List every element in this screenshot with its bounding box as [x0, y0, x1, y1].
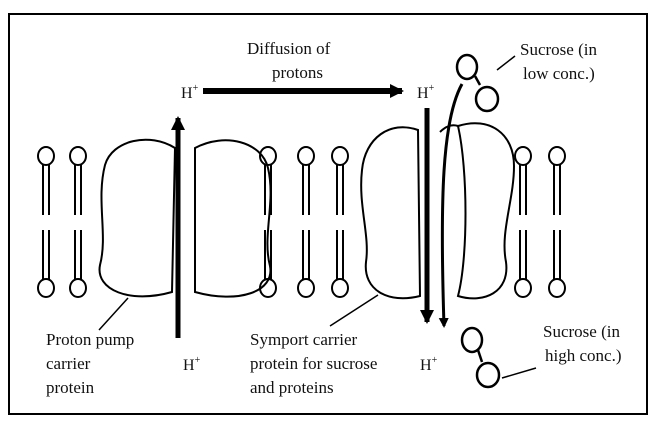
phospholipid — [38, 147, 54, 215]
symport-carrier-protein — [361, 123, 514, 298]
phospholipid-bilayer — [38, 147, 565, 297]
proton-pump-label-line3: protein — [46, 378, 95, 397]
proton-pump-label-line2: carrier — [46, 354, 91, 373]
phospholipid — [549, 230, 565, 297]
proton-label-pump-top: H+ — [181, 83, 199, 102]
sucrose-low-label-line1: Sucrose (in — [520, 40, 597, 59]
phospholipid — [332, 147, 348, 215]
phospholipid — [332, 230, 348, 297]
symport-label-line1: Symport carrier — [250, 330, 357, 349]
phospholipid — [38, 230, 54, 297]
proton-pump-leader — [99, 298, 128, 330]
proton-pump-left-lobe — [100, 140, 175, 297]
diffusion-label-line2: protons — [272, 63, 323, 82]
symport-left-lobe — [361, 127, 420, 298]
proton-pump-protein — [100, 140, 271, 297]
phospholipid — [70, 230, 86, 297]
phospholipid — [515, 147, 531, 215]
phospholipid — [298, 230, 314, 297]
sucrose-high-label-line2: high conc.) — [545, 346, 621, 365]
phospholipid — [70, 147, 86, 215]
sucrose-low-leader — [497, 56, 515, 70]
phospholipid — [515, 230, 531, 297]
proton-label-pump-bottom: H+ — [183, 355, 201, 374]
sucrose-low-label-line2: low conc.) — [523, 64, 595, 83]
proton-pump-label-line1: Proton pump — [46, 330, 134, 349]
sucrose-molecule-low — [457, 55, 498, 111]
sucrose-high-label-line1: Sucrose (in — [543, 322, 620, 341]
symport-leader — [330, 295, 378, 326]
proton-label-symport-bottom: H+ — [420, 355, 438, 374]
proton-label-outside-right: H+ — [417, 83, 435, 102]
symport-right-lobe — [458, 123, 514, 298]
symport-label-line3: and proteins — [250, 378, 334, 397]
phospholipid — [549, 147, 565, 215]
proton-pump-right-lobe — [195, 140, 271, 296]
sucrose-high-leader — [502, 368, 536, 378]
phospholipid — [298, 147, 314, 215]
symport-label-line2: protein for sucrose — [250, 354, 377, 373]
diffusion-label-line1: Diffusion of — [247, 39, 331, 58]
sucrose-molecule-high — [462, 328, 499, 387]
